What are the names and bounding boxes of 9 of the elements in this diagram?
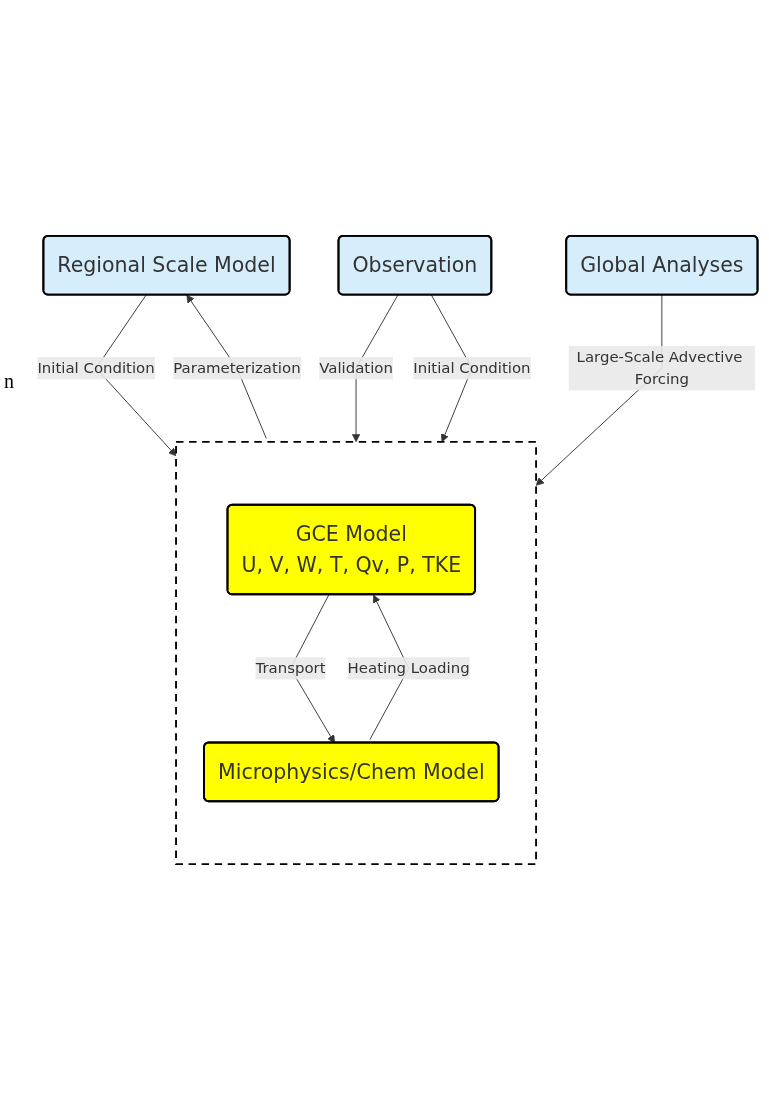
edge-label: Initial Condition (413, 358, 531, 377)
cluster (175, 440, 537, 866)
edge-label: Transport (255, 659, 326, 677)
edge-label: Large-Scale Advective Forcing (576, 347, 743, 388)
edge-label: Validation (319, 358, 393, 377)
edge-label: Parameterization (173, 358, 301, 377)
edge-label: Heating Loading (347, 659, 470, 677)
edge-label: Initial Condition (37, 358, 155, 377)
note-text: n (4, 370, 14, 393)
